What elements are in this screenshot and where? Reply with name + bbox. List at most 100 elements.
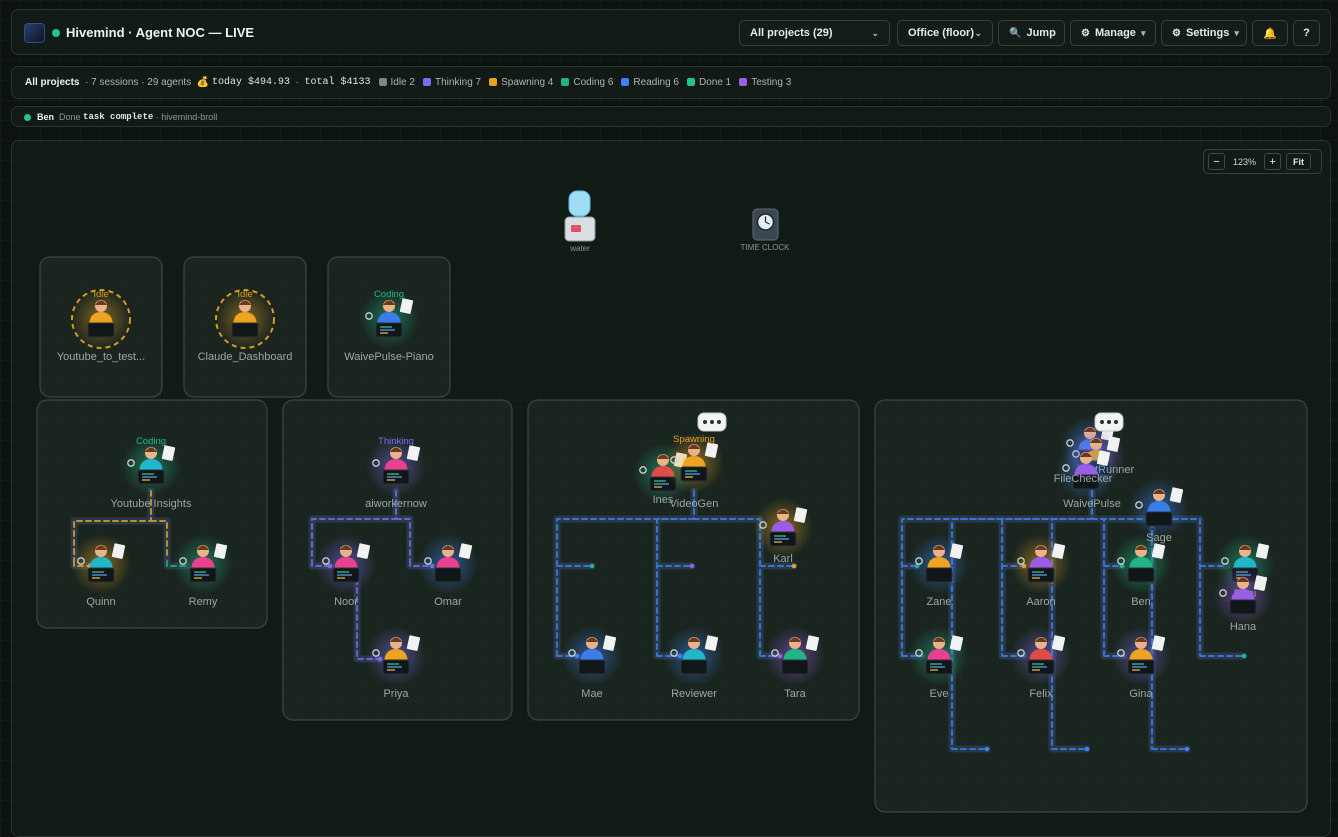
tool-ring-icon (1062, 464, 1070, 472)
legend-item[interactable]: Testing 3 (751, 77, 792, 88)
agent-felix[interactable]: Felix (1011, 626, 1071, 700)
agent-sage[interactable]: Sage (1129, 478, 1189, 544)
top-bar: Hivemind · Agent NOC — LIVE All projects… (11, 9, 1331, 55)
agent-eve[interactable]: Eve (909, 626, 969, 700)
legend-swatch (561, 78, 570, 86)
document-icon (949, 543, 964, 559)
agent-filechecker[interactable]: FileChecker (1054, 441, 1116, 501)
zoom-fit-button[interactable]: Fit (1286, 153, 1312, 170)
legend-swatch (378, 78, 387, 86)
tool-ring-icon (1221, 557, 1229, 565)
time-clock-prop[interactable]: TIME CLOCK (741, 208, 791, 252)
tool-ring-icon (759, 521, 767, 529)
settings-button[interactable]: ⚙ Settings ▾ (1161, 20, 1247, 46)
legend-item[interactable]: Spawning 4 (501, 77, 554, 88)
agent-zane[interactable]: Zane (909, 534, 969, 608)
stats-total-cost: total $4133 (304, 77, 371, 88)
stats-separator: · (295, 77, 299, 88)
legend-swatch (687, 78, 695, 86)
tool-ring-icon (568, 649, 576, 657)
legend-item[interactable]: Thinking 7 (434, 77, 482, 88)
legend-swatch (422, 78, 431, 86)
jump-button[interactable]: 🔍 Jump (998, 20, 1065, 46)
agent-reviewer[interactable]: Reviewer (664, 626, 724, 700)
agent-name-label: Karl (773, 553, 793, 565)
settings-label: Settings (1185, 27, 1230, 39)
tool-ring-icon (372, 459, 380, 467)
room-waivepulse[interactable] (874, 399, 1308, 813)
tool-ring-icon (670, 649, 678, 657)
agent-hair (1153, 489, 1165, 494)
speech-bubble-icon (697, 412, 727, 432)
path-endpoint-dot (984, 746, 990, 752)
document-icon (1151, 635, 1166, 651)
manage-button[interactable]: ⚙ Manage ▾ (1070, 20, 1156, 46)
tool-ring-icon (1017, 649, 1025, 657)
status-legend: Idle 2 Thinking 7 Spawning 4 Coding 6 Readin… (371, 77, 792, 88)
agent-hair (239, 300, 251, 305)
room-aiworkernow[interactable] (282, 399, 513, 721)
document-icon (1096, 450, 1111, 466)
agent-gina[interactable]: Gina (1111, 626, 1171, 700)
path-endpoint-dot (1241, 653, 1247, 659)
activity-state: Done (59, 112, 81, 122)
app-logo-icon (24, 23, 45, 43)
notifications-button[interactable]: 🔔 (1252, 20, 1288, 46)
zoom-out-button[interactable]: − (1208, 153, 1225, 170)
agent-noor[interactable]: Noor (316, 534, 376, 608)
agent-mae[interactable]: Mae (562, 626, 622, 700)
agent-tara[interactable]: Tara (765, 626, 825, 700)
agent-name-label: Claude_Dashboard (198, 351, 293, 363)
agent-ben[interactable]: Ben (1111, 534, 1171, 608)
laptop-icon (1072, 474, 1100, 490)
agent-state-label: Idle (237, 289, 252, 300)
tool-ring-icon (179, 557, 187, 565)
view-select[interactable]: Office (floor) ⌄ (897, 20, 993, 46)
agent-remy[interactable]: Remy (173, 534, 233, 608)
legend-item[interactable]: Idle 2 (390, 77, 415, 88)
path-endpoint-dot (1084, 746, 1090, 752)
agent-quinn[interactable]: Quinn (71, 534, 131, 608)
agent-hair (933, 637, 945, 642)
legend-item[interactable]: Coding 6 (573, 77, 614, 88)
laptop-icon (87, 322, 115, 338)
agent-hair (933, 545, 945, 550)
document-icon (1106, 436, 1121, 452)
tool-ring-icon (670, 456, 678, 464)
document-icon (805, 635, 820, 651)
agent-yt-test[interactable]: IdleYoutube_to_test... (57, 289, 145, 363)
activity-task: task complete (83, 112, 154, 122)
projects-select[interactable]: All projects (29) ⌄ (739, 20, 890, 46)
document-icon (458, 543, 473, 559)
agent-name-label: Zane (926, 596, 951, 608)
agent-priya[interactable]: Priya (366, 626, 426, 700)
document-icon (1051, 635, 1066, 651)
agent-hair (1135, 637, 1147, 642)
agent-karl[interactable]: Karl (753, 498, 813, 565)
document-icon (213, 543, 228, 559)
agent-hana[interactable]: Hana (1213, 566, 1273, 633)
agent-hair (789, 637, 801, 642)
water-cooler-prop[interactable]: water (564, 190, 596, 253)
agent-aaron[interactable]: Aaron (1011, 534, 1071, 608)
agent-name-label: Mae (581, 688, 602, 700)
laptop-icon (434, 567, 462, 583)
agent-hair (1237, 577, 1249, 582)
agent-name-label: Ines (653, 494, 674, 506)
agent-omar[interactable]: Omar (418, 534, 478, 608)
document-icon (1151, 543, 1166, 559)
stats-sessions: · 7 sessions · 29 agents (85, 77, 192, 88)
legend-item[interactable]: Reading 6 (633, 77, 679, 88)
help-button[interactable]: ? (1293, 20, 1320, 46)
money-bag-icon: 💰 (196, 77, 210, 88)
legend-item[interactable]: Done 1 (699, 77, 732, 88)
zoom-in-button[interactable]: + (1264, 153, 1282, 170)
document-icon (356, 543, 371, 559)
document-icon (1255, 543, 1270, 559)
